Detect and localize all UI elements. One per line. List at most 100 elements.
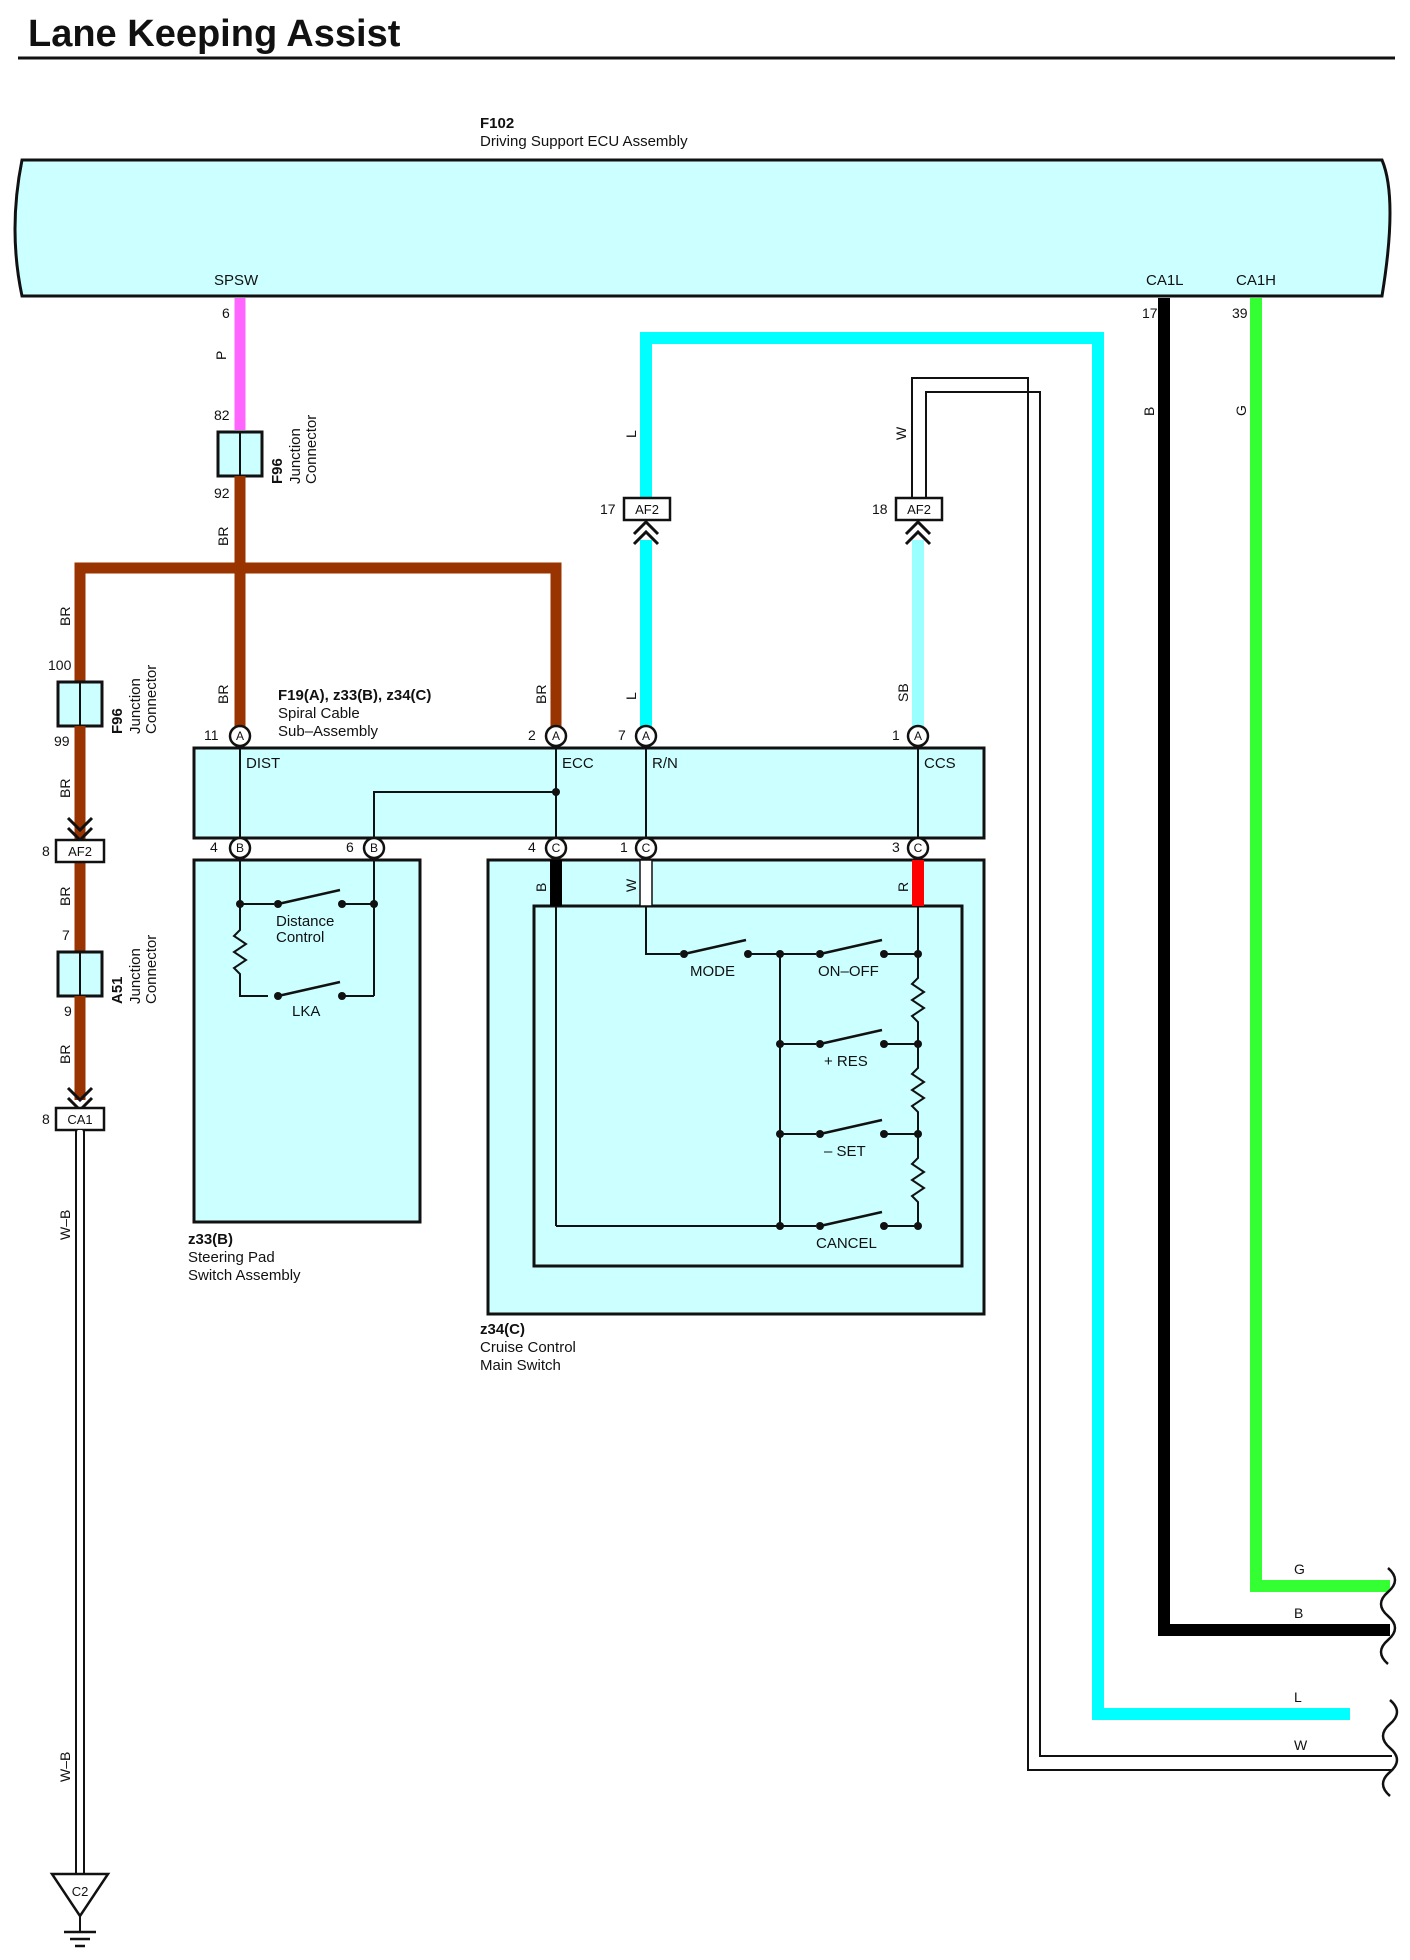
wire-label-p: P xyxy=(213,351,229,360)
pin-c1-marker xyxy=(634,836,658,860)
pin-b6-letter: B xyxy=(370,841,378,855)
wire-label-br-6: BR xyxy=(57,887,73,906)
cruise-inner-box xyxy=(532,904,964,1268)
arrow-af2-17 xyxy=(632,519,660,546)
spiral-line1: Spiral Cable xyxy=(278,705,360,722)
spiral-line2: Sub–Assembly xyxy=(278,723,379,740)
pin-a2-letter: A xyxy=(552,729,560,743)
switch-lka xyxy=(277,980,341,998)
ground-c2 xyxy=(49,1872,111,1919)
spiral-dist: DIST xyxy=(246,755,280,772)
cruise-resistor-ladder xyxy=(910,906,926,1226)
junction-f96-top-line1: Junction xyxy=(287,428,304,484)
connector-ca1-label: CA1 xyxy=(67,1112,92,1127)
wire-label-w-2: W xyxy=(1294,1737,1308,1753)
pin-spsw-num: 6 xyxy=(222,305,230,321)
connector-af2-18-label: AF2 xyxy=(907,502,931,517)
pin-a2: 2 xyxy=(528,727,536,743)
pin-b4-letter: B xyxy=(236,841,244,855)
wire-label-b-1: B xyxy=(1141,407,1157,416)
spiral-junction-dot xyxy=(552,788,560,796)
spiral-rn: R/N xyxy=(652,755,678,772)
steering-resistor xyxy=(232,858,268,997)
pin-c4: 4 xyxy=(528,839,536,855)
switch-res-label: + RES xyxy=(824,1053,868,1070)
spiral-ecc: ECC xyxy=(562,755,594,772)
pin-af2-left: 8 xyxy=(42,843,50,859)
arrow-af2-18 xyxy=(904,519,932,546)
switch-mode xyxy=(683,938,747,956)
wire-label-wb-1: W–B xyxy=(57,1210,73,1240)
wire-br-bus xyxy=(74,562,562,736)
steering-pad-box xyxy=(192,858,422,1224)
wire-l-upper xyxy=(640,332,1350,1720)
wire-label-br-4: BR xyxy=(533,685,549,704)
pin-a11: 11 xyxy=(204,727,219,743)
pin-a1-marker xyxy=(906,724,930,748)
switch-onoff-label: ON–OFF xyxy=(818,963,879,980)
pin-c1: 1 xyxy=(620,839,628,855)
ground-c2-label: C2 xyxy=(72,1884,89,1899)
wire-label-b-3: B xyxy=(533,883,549,892)
wire-w-outer xyxy=(911,377,1392,1771)
pin-b4: 4 xyxy=(210,839,218,855)
cruise-code: z34(C) xyxy=(480,1321,525,1338)
pin-a1: 1 xyxy=(892,727,900,743)
wire-label-l-1: L xyxy=(623,430,639,438)
ecu-code: F102 xyxy=(480,115,514,132)
spiral-code: F19(A), z33(B), z34(C) xyxy=(278,687,431,704)
connector-af2-17 xyxy=(622,496,672,522)
connector-af2-left xyxy=(54,838,106,864)
junction-a51-line2: Connector xyxy=(143,935,160,1004)
wire-label-wb-2: W–B xyxy=(57,1752,73,1782)
pin-c1-letter: C xyxy=(642,841,651,855)
pin-c4-letter: C xyxy=(552,841,561,855)
switch-lka-label: LKA xyxy=(292,1003,320,1020)
pin-c3-marker xyxy=(906,836,930,860)
wire-label-g-2: G xyxy=(1294,1561,1305,1577)
pin-f96a-top: 82 xyxy=(214,407,230,423)
wire-label-g-1: G xyxy=(1233,405,1249,416)
pin-c4-marker xyxy=(544,836,568,860)
cruise-outer-box xyxy=(486,858,986,1316)
junction-a51-code: A51 xyxy=(109,976,126,1004)
ecu-name: Driving Support ECU Assembly xyxy=(480,133,688,150)
wire-b xyxy=(1158,298,1390,1636)
pin-af2-18: 18 xyxy=(872,501,888,517)
junction-f96-left-line2: Connector xyxy=(143,665,160,734)
wire-label-w-3: W xyxy=(623,878,639,892)
pin-a1-letter: A xyxy=(914,729,922,743)
page-title: Lane Keeping Assist xyxy=(28,13,401,55)
junction-f96-top-line2: Connector xyxy=(303,415,320,484)
switch-mode-label: MODE xyxy=(690,963,735,980)
ecu-body xyxy=(13,158,1392,298)
break-mark-bottom xyxy=(1381,1699,1399,1797)
wire-label-l-2: L xyxy=(623,692,639,700)
switch-cancel xyxy=(819,1210,883,1228)
cruise-line1: Cruise Control xyxy=(480,1339,576,1356)
pin-c3: 3 xyxy=(892,839,900,855)
pin-ca1l-num: 17 xyxy=(1142,305,1158,321)
switch-distance-label1: Distance xyxy=(276,913,334,930)
wire-label-sb: SB xyxy=(895,683,911,702)
pin-c3-letter: C xyxy=(914,841,923,855)
cruise-line2: Main Switch xyxy=(480,1357,561,1374)
wire-label-l-3: L xyxy=(1294,1689,1302,1705)
steering-pad-line2: Switch Assembly xyxy=(188,1267,301,1284)
wire-label-r: R xyxy=(895,882,911,892)
steering-pad-code: z33(B) xyxy=(188,1231,233,1248)
wire-g xyxy=(1250,298,1390,1592)
pin-a7-marker xyxy=(634,724,658,748)
pin-a7-letter: A xyxy=(642,729,650,743)
pin-b6: 6 xyxy=(346,839,354,855)
spiral-cable-box xyxy=(192,746,986,840)
switch-res xyxy=(819,1028,883,1046)
pin-ca1h-num: 39 xyxy=(1232,305,1248,321)
ecu-pin-spsw: SPSW xyxy=(214,272,259,289)
pin-f96b-top: 100 xyxy=(48,657,72,673)
pin-af2-17: 17 xyxy=(600,501,616,517)
pin-f96a-bot: 92 xyxy=(214,485,230,501)
switch-set xyxy=(819,1118,883,1136)
